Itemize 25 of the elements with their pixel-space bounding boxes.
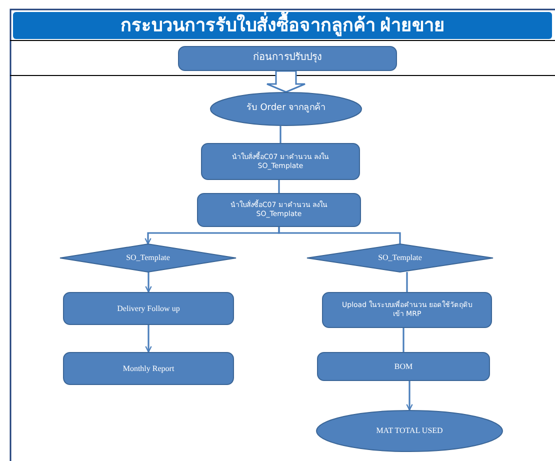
arrow — [145, 325, 152, 353]
decision-diamond — [60, 244, 236, 272]
node-label: Delivery Follow up — [117, 304, 180, 314]
node-label: SO_Template — [126, 253, 170, 263]
process-box — [322, 292, 492, 328]
node-label: Monthly Report — [122, 364, 174, 374]
end-ellipse — [316, 410, 503, 452]
node-label: MAT TOTAL USED — [376, 426, 443, 436]
arrow — [145, 272, 152, 293]
process-box — [63, 352, 234, 385]
node-label: ก่อนการปรับปรุง — [253, 52, 322, 65]
decision-diamond — [307, 244, 493, 272]
start-ellipse — [210, 92, 362, 126]
process-box — [201, 143, 360, 180]
process-box — [63, 292, 234, 325]
node-label: SO_Template — [378, 253, 422, 263]
stage-box — [178, 46, 397, 71]
process-box — [317, 352, 490, 381]
node-label: BOM — [394, 362, 413, 372]
title-banner — [13, 12, 552, 39]
arrow — [266, 70, 306, 93]
arrow — [406, 381, 413, 411]
process-box — [197, 193, 361, 227]
node-label: รับ Order จากลูกค้า — [246, 103, 326, 115]
node-label: กระบวนการรับใบสั่งซื้อจากลูกค้า ฝ่ายขาย — [120, 14, 445, 37]
